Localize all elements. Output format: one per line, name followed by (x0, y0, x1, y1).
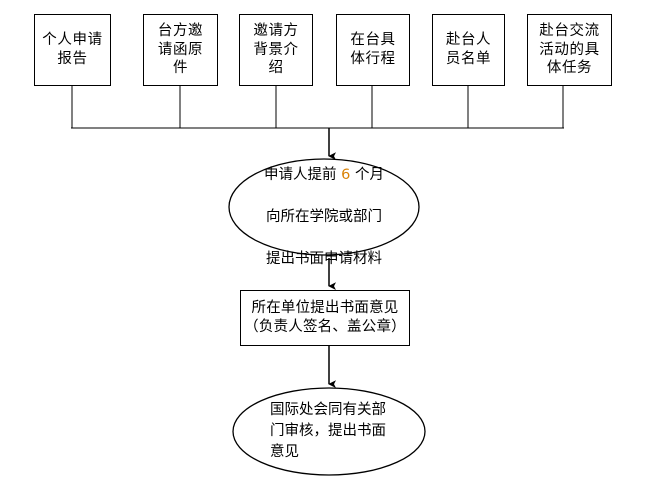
ellipse-international-office-review[interactable]: 国际处会同有关部 门审核，提出书面 意见 (232, 387, 426, 476)
ellipse-line-1-number: 6 (341, 166, 351, 183)
ellipse-line-1: 申请人提前 6 个月 (264, 144, 384, 186)
box-personal-application-report[interactable]: 个人申请 报告 (34, 14, 111, 86)
box-specific-exchange-tasks[interactable]: 赴台交流 活动的具 体任务 (527, 14, 612, 86)
box-unit-written-opinion[interactable]: 所在单位提出书面意见 （负责人签名、盖公章） (240, 290, 410, 346)
ellipse-line-3: 提出书面申请材料 (265, 251, 382, 268)
box-label: 赴台人 员名单 (445, 32, 492, 67)
box-label: 台方邀 请函原 件 (157, 23, 204, 77)
ellipse-line-2: 向所在学院或部门 (265, 209, 382, 225)
box-label: 在台具 体行程 (350, 32, 396, 67)
box-inviter-background[interactable]: 邀请方 背景介 绍 (239, 14, 313, 86)
box-itinerary-in-taiwan[interactable]: 在台具 体行程 (336, 14, 410, 86)
ellipse-shape (228, 158, 420, 256)
ellipse-line-1-suffix: 个月 (350, 166, 384, 183)
ellipse-shape (232, 387, 426, 476)
ellipse-label-text: 国际处会同有关部 门审核，提出书面 意见 (270, 401, 386, 460)
ellipse-line-1-prefix: 申请人提前 (264, 166, 342, 183)
box-label: 所在单位提出书面意见 （负责人签名、盖公章） (244, 300, 406, 335)
ellipse-label: 申请人提前 6 个月 向所在学院或部门 提出书面申请材料 (228, 158, 420, 267)
ellipse-label: 国际处会同有关部 门审核，提出书面 意见 (270, 387, 420, 476)
box-taiwan-invitation-original[interactable]: 台方邀 请函原 件 (143, 14, 218, 86)
box-label: 个人申请 报告 (42, 32, 103, 67)
ellipse-submit-written-application[interactable]: 申请人提前 6 个月 向所在学院或部门 提出书面申请材料 (228, 158, 420, 267)
box-label: 赴台交流 活动的具 体任务 (539, 23, 600, 77)
box-label: 邀请方 背景介 绍 (253, 23, 299, 77)
box-traveler-name-list[interactable]: 赴台人 员名单 (432, 14, 505, 86)
